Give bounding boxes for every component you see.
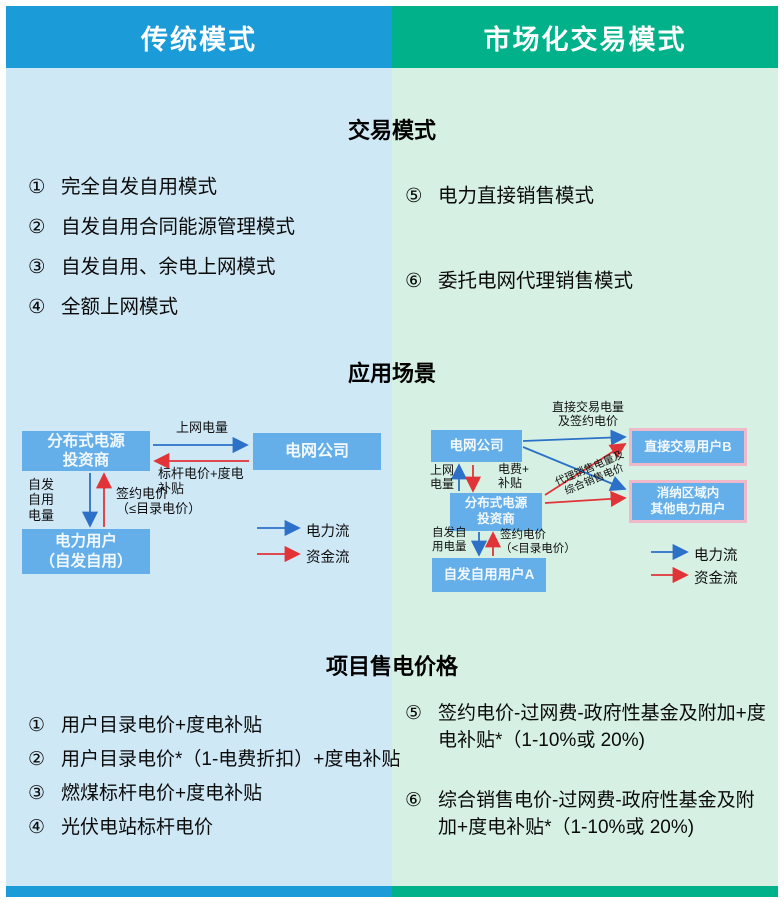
item-number: ① <box>28 176 46 198</box>
traditional-footer-bar <box>6 886 392 897</box>
item-text: 综合销售电价-过网费-政府性基金及附加+度电补贴*（1-10%或 20%) <box>438 790 755 838</box>
price-item: ⑤ 签约电价-过网费-政府性基金及附加+度电补贴*（1-10%或 20%) <box>405 700 770 754</box>
item-number: ④ <box>28 296 46 318</box>
market-header-bar: 市场化交易模式 <box>392 6 778 68</box>
trade-modes-left-list: ① 完全自发自用模式 ② 自发自用合同能源管理模式 ③ 自发自用、余电上网模式 … <box>28 174 295 321</box>
item-text: 自发自用、余电上网模式 <box>61 256 276 278</box>
item-number: ④ <box>28 817 46 838</box>
legend-money-label-right: 资金流 <box>694 571 738 587</box>
trade-mode-item: ⑤ 电力直接销售模式 <box>405 183 765 210</box>
label-feedin-left: 上网电量 <box>176 420 229 435</box>
item-text: 全额上网模式 <box>61 296 179 318</box>
box-investor-right: 分布式电源 投资商 <box>450 493 542 531</box>
item-text: 燃煤标杆电价+度电补贴 <box>61 783 263 804</box>
label-contract-right: 签约电价 （<目录电价） <box>500 529 576 555</box>
section-title-scenarios: 应用场景 <box>347 361 436 386</box>
label-selfuse-left: 自发 自用 电量 <box>28 477 55 523</box>
item-text: 电力直接销售模式 <box>438 185 595 207</box>
item-number: ② <box>28 749 46 770</box>
item-text: 光伏电站标杆电价 <box>61 817 214 838</box>
traditional-mode-title: 传统模式 <box>141 24 257 55</box>
trade-mode-item: ③ 自发自用、余电上网模式 <box>28 254 295 281</box>
box-other-power-users: 消纳区域内 其他电力用户 <box>629 480 747 523</box>
section-title-prices: 项目售电价格 <box>325 654 458 679</box>
label-contract-left: 签约电价 （≤目录电价） <box>116 486 202 517</box>
item-text: 用户目录电价*（1-电费折扣）+度电补贴 <box>61 749 401 770</box>
item-number: ⑥ <box>405 270 423 292</box>
legend-money-label-left: 资金流 <box>306 550 350 566</box>
box-investor-left: 分布式电源 投资商 <box>22 431 150 471</box>
price-left-list: ① 用户目录电价+度电补贴 ② 用户目录电价*（1-电费折扣）+度电补贴 ③ 燃… <box>28 713 400 841</box>
item-text: 委托电网代理销售模式 <box>438 270 634 292</box>
label-feedin-right: 上网 电量 <box>430 463 455 492</box>
legend-power-label-right: 电力流 <box>694 548 738 564</box>
label-selfuse-right: 自发自 用电量 <box>432 527 467 553</box>
item-number: ⑤ <box>405 185 423 207</box>
item-text: 用户目录电价+度电补贴 <box>61 715 263 736</box>
price-item: ③ 燃煤标杆电价+度电补贴 <box>28 781 400 807</box>
item-text: 签约电价-过网费-政府性基金及附加+度电补贴*（1-10%或 20%) <box>438 703 766 751</box>
item-number: ③ <box>28 783 46 804</box>
item-number: ① <box>28 715 46 736</box>
box-grid-left: 电网公司 <box>253 433 381 470</box>
item-number: ③ <box>28 256 46 278</box>
label-fee-subsidy: 电费+ 补贴 <box>498 462 530 491</box>
price-item: ⑥ 综合销售电价-过网费-政府性基金及附加+度电补贴*（1-10%或 20%) <box>405 787 770 841</box>
item-text: 自发自用合同能源管理模式 <box>61 216 296 238</box>
traditional-header-bar: 传统模式 <box>6 6 392 68</box>
box-selfuse-user-a: 自发自用用户A <box>432 558 546 592</box>
box-power-user-left: 电力用户 （自发自用） <box>22 529 150 574</box>
item-number: ② <box>28 216 46 238</box>
trade-mode-item: ② 自发自用合同能源管理模式 <box>28 214 295 241</box>
trade-mode-item: ④ 全额上网模式 <box>28 294 295 321</box>
price-item: ④ 光伏电站标杆电价 <box>28 815 400 841</box>
market-mode-title: 市场化交易模式 <box>483 24 687 55</box>
price-item: ② 用户目录电价*（1-电费折扣）+度电补贴 <box>28 747 400 773</box>
trade-mode-item: ⑥ 委托电网代理销售模式 <box>405 268 765 295</box>
trade-mode-item: ① 完全自发自用模式 <box>28 174 295 201</box>
label-direct-trade: 直接交易电量 及签约电价 <box>551 400 624 429</box>
item-text: 完全自发自用模式 <box>61 176 218 198</box>
box-grid-right: 电网公司 <box>431 430 522 462</box>
market-footer-bar <box>392 886 778 897</box>
item-number: ⑤ <box>405 703 423 724</box>
section-title-trade-modes: 交易模式 <box>347 118 436 143</box>
label-tariff-left: 标杆电价+度电 补贴 <box>158 466 244 497</box>
legend-power-label-left: 电力流 <box>306 524 350 540</box>
price-item: ① 用户目录电价+度电补贴 <box>28 713 400 739</box>
box-direct-trade-user-b: 直接交易用户B <box>629 428 747 466</box>
item-number: ⑥ <box>405 790 423 811</box>
